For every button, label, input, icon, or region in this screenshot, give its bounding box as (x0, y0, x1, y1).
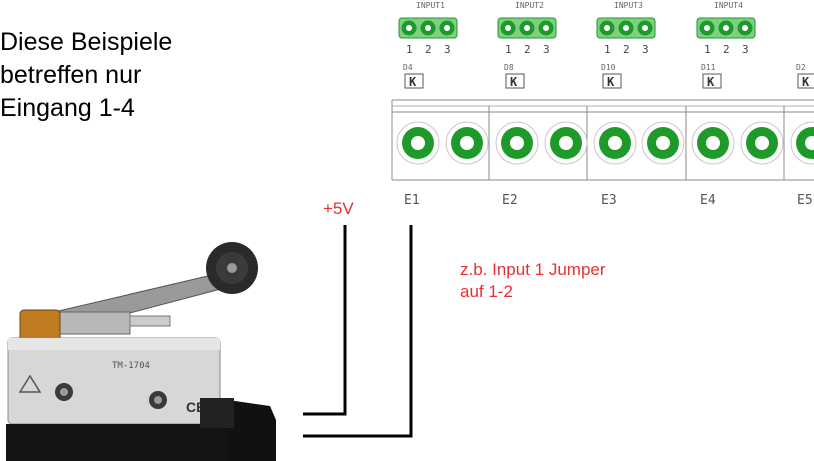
wire-e1 (303, 225, 413, 438)
jumper-pin-hole (425, 25, 431, 31)
jumper-pin-hole (604, 25, 610, 31)
terminal-label-e1: E1 (404, 193, 420, 208)
jumper-pin-hole (524, 25, 530, 31)
intro-line-1: Diese Beispiele (0, 28, 173, 56)
diode-glyph: K (607, 75, 615, 89)
jumper-pin-hole (742, 25, 748, 31)
jumper-note-line-2: auf 1-2 (460, 282, 513, 301)
screw-terminal-hole (805, 136, 814, 150)
jumper-pin-hole (723, 25, 729, 31)
jumper-pin-hole (406, 25, 412, 31)
input-header-label: INPUT2 (515, 1, 544, 10)
input-header-label: INPUT4 (714, 1, 743, 10)
diode-glyph: K (707, 75, 715, 89)
pin-number: 1 (704, 43, 711, 56)
switch-model-label: TM-1704 (112, 361, 150, 371)
pin-number: 3 (742, 43, 749, 56)
screw-terminal-hole (706, 136, 720, 150)
diode-label: D2 (796, 63, 806, 72)
screw-terminal-hole (460, 136, 474, 150)
terminal-label-e4: E4 (700, 193, 716, 208)
pin-number: 3 (642, 43, 649, 56)
diode-glyph: K (802, 75, 810, 89)
input-header-label: INPUT1 (416, 1, 445, 10)
pin-number: 3 (444, 43, 451, 56)
jumper-pin-hole (704, 25, 710, 31)
diode-outline (797, 73, 814, 89)
jumper-note-line-1: z.b. Input 1 Jumper (460, 260, 606, 279)
screw-terminal-hole (608, 136, 622, 150)
jumper-pin-hole (543, 25, 549, 31)
terminal-label-e5: E5 (797, 193, 813, 208)
screw-terminal-hole (656, 136, 670, 150)
pin-number: 1 (604, 43, 611, 56)
diode-label: D11 (701, 63, 716, 72)
input-header-label: INPUT3 (614, 1, 643, 10)
screw-terminal-hole (559, 136, 573, 150)
diode-label: D4 (403, 63, 413, 72)
jumper-pin-hole (623, 25, 629, 31)
diode-label: D8 (504, 63, 514, 72)
jumper-pin-hole (642, 25, 648, 31)
diode-outline (702, 73, 722, 89)
pin-number: 2 (623, 43, 630, 56)
pin-number: 2 (524, 43, 531, 56)
terminal-label-e3: E3 (601, 193, 617, 208)
diode-glyph: K (510, 75, 518, 89)
diode-outline (505, 73, 525, 89)
pin-number: 2 (723, 43, 730, 56)
screw-terminal-hole (510, 136, 524, 150)
diode-outline (602, 73, 622, 89)
terminal-label-e2: E2 (502, 193, 518, 208)
screw-terminal-hole (755, 136, 769, 150)
diode-outline (404, 73, 424, 89)
wire-plus5v (303, 225, 347, 416)
intro-line-2: betreffen nur (0, 61, 142, 89)
jumper-pin-hole (444, 25, 450, 31)
pin-number: 1 (406, 43, 413, 56)
screw-terminal-hole (411, 136, 425, 150)
intro-line-3: Eingang 1-4 (0, 94, 135, 122)
pin-number: 2 (425, 43, 432, 56)
jumper-pin-hole (505, 25, 511, 31)
pin-number: 3 (543, 43, 550, 56)
pin-number: 1 (505, 43, 512, 56)
diode-label: D10 (601, 63, 616, 72)
voltage-label: +5V (323, 199, 354, 218)
diode-glyph: K (409, 75, 417, 89)
limit-switch-photo: TM-1704 CE (6, 242, 276, 461)
intro-text: Diese Beispiele betreffen nur Eingang 1-… (0, 26, 172, 125)
